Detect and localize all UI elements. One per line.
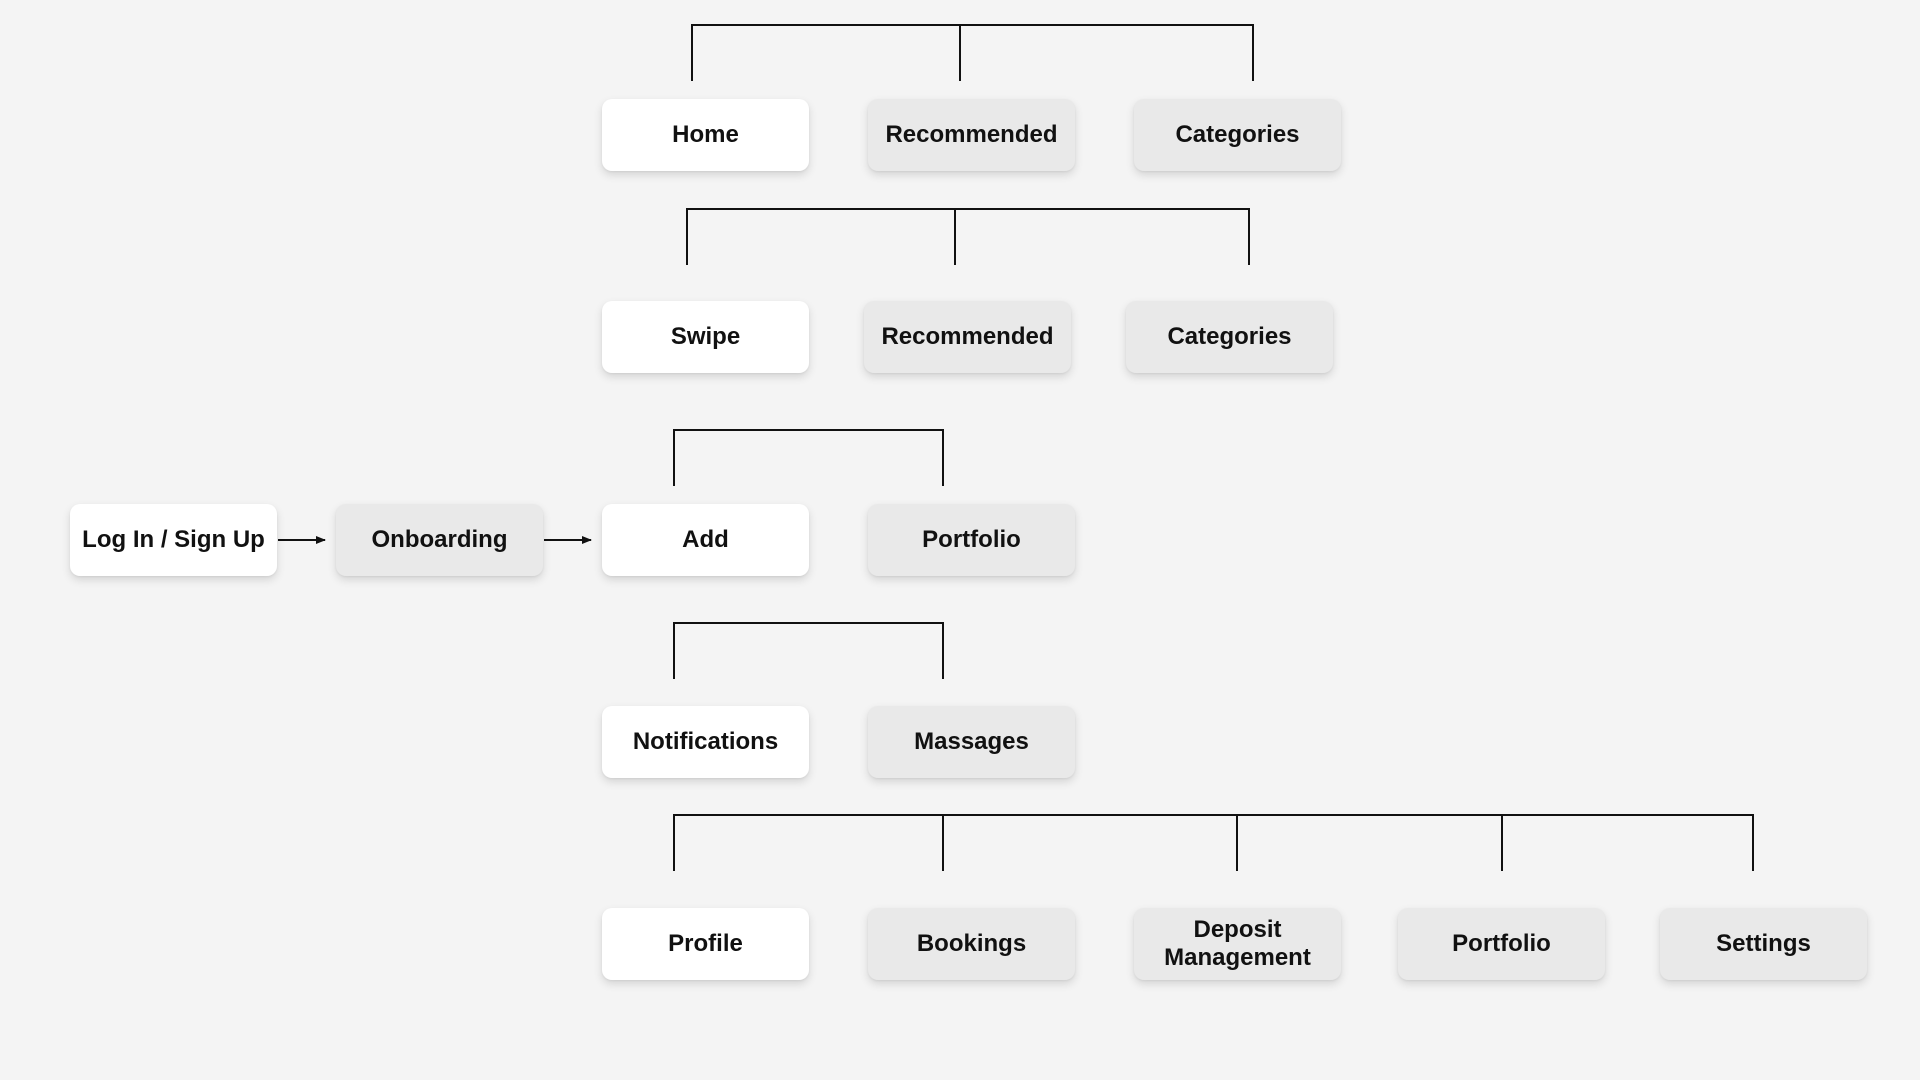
profile-node: Profile xyxy=(602,908,809,980)
swipe-recommended-node: Recommended xyxy=(864,301,1071,373)
add-node: Add xyxy=(602,504,809,576)
add-portfolio-node: Portfolio xyxy=(868,504,1075,576)
bookings-node: Bookings xyxy=(868,908,1075,980)
add-group-bracket xyxy=(673,429,944,486)
home-recommended-node: Recommended xyxy=(868,99,1075,171)
home-categories-node: Categories xyxy=(1134,99,1341,171)
profile-portfolio-node: Portfolio xyxy=(1398,908,1605,980)
login-signup-node: Log In / Sign Up xyxy=(70,504,277,576)
swipe-categories-node: Categories xyxy=(1126,301,1333,373)
swipe-group-bracket xyxy=(686,208,1250,265)
home-node: Home xyxy=(602,99,809,171)
messages-node: Massages xyxy=(868,706,1075,778)
deposit-management-node: Deposit Management xyxy=(1134,908,1341,980)
settings-node: Settings xyxy=(1660,908,1867,980)
swipe-node: Swipe xyxy=(602,301,809,373)
home-group-bracket xyxy=(691,24,1254,81)
notifications-group-bracket xyxy=(673,622,944,679)
profile-group-bracket xyxy=(673,814,1754,871)
notifications-node: Notifications xyxy=(602,706,809,778)
onboarding-node: Onboarding xyxy=(336,504,543,576)
